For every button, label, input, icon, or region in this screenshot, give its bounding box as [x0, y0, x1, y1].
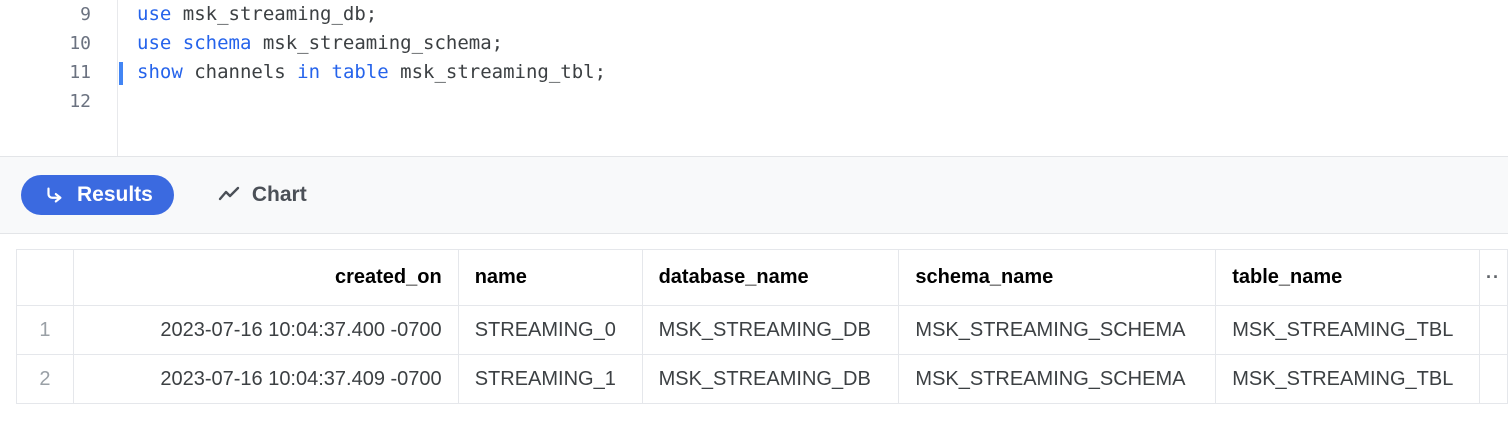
sql-keyword: show [137, 61, 183, 83]
sql-identifier: msk_streaming_schema; [251, 32, 504, 54]
sql-identifier: msk_streaming_db; [171, 3, 378, 25]
sql-keyword: use [137, 3, 172, 25]
sql-identifier: msk_streaming_tbl; [388, 61, 607, 83]
table-cell-more[interactable] [1480, 306, 1508, 355]
table-cell-table_name[interactable]: MSK_STREAMING_TBL [1216, 355, 1481, 404]
table-cell-more[interactable] [1480, 355, 1508, 404]
code-line[interactable]: show channels in table msk_streaming_tbl… [118, 58, 1508, 87]
table-cell-name[interactable]: STREAMING_0 [458, 306, 643, 355]
column-header-rownum[interactable] [17, 250, 74, 306]
table-cell-name[interactable]: STREAMING_1 [458, 355, 643, 404]
tab-results-label: Results [77, 183, 153, 206]
code-line[interactable]: use schema msk_streaming_schema; [118, 29, 1508, 58]
sql-identifier: channels [182, 61, 298, 83]
table-cell-database_name[interactable]: MSK_STREAMING_DB [642, 306, 900, 355]
column-header-name[interactable]: name [458, 250, 643, 306]
table-cell-database_name[interactable]: MSK_STREAMING_DB [642, 355, 900, 404]
line-number: 9 [80, 4, 91, 25]
code-line[interactable] [118, 87, 1508, 116]
sql-identifier [320, 61, 331, 83]
code-line[interactable]: use msk_streaming_db; [118, 0, 1508, 29]
table-cell-created_on[interactable]: 2023-07-16 10:04:37.400 -0700 [73, 306, 459, 355]
line-number: 10 [69, 33, 91, 54]
column-header-table_name[interactable]: table_name [1216, 250, 1481, 306]
column-header-database_name[interactable]: database_name [642, 250, 900, 306]
results-tabbar: Results Chart [0, 157, 1508, 234]
table-cell-schema_name[interactable]: MSK_STREAMING_SCHEMA [899, 306, 1217, 355]
column-header-more[interactable]: ·· [1480, 250, 1508, 306]
line-number: 12 [69, 91, 91, 112]
row-number: 1 [17, 306, 74, 355]
tab-chart-label: Chart [251, 183, 307, 206]
line-number-gutter: 9 10 11 12 [0, 0, 118, 156]
table-cell-table_name[interactable]: MSK_STREAMING_TBL [1216, 306, 1481, 355]
code-area[interactable]: use msk_streaming_db;use schema msk_stre… [118, 0, 1508, 156]
sql-keyword: in [297, 61, 321, 83]
tab-chart[interactable]: Chart [196, 175, 328, 215]
table-cell-schema_name[interactable]: MSK_STREAMING_SCHEMA [899, 355, 1217, 404]
text-cursor [119, 62, 123, 85]
sql-keyword: table [331, 61, 389, 83]
table-cell-created_on[interactable]: 2023-07-16 10:04:37.409 -0700 [73, 355, 459, 404]
line-chart-icon [217, 183, 241, 207]
column-header-schema_name[interactable]: schema_name [899, 250, 1217, 306]
column-header-created_on[interactable]: created_on [73, 250, 459, 306]
line-number: 11 [69, 62, 91, 83]
row-number: 2 [17, 355, 74, 404]
sql-identifier [171, 32, 182, 54]
sql-keyword: use [137, 32, 172, 54]
sql-keyword: schema [182, 32, 252, 54]
tab-results[interactable]: Results [21, 175, 174, 215]
arrow-turn-down-right-icon [42, 183, 66, 207]
